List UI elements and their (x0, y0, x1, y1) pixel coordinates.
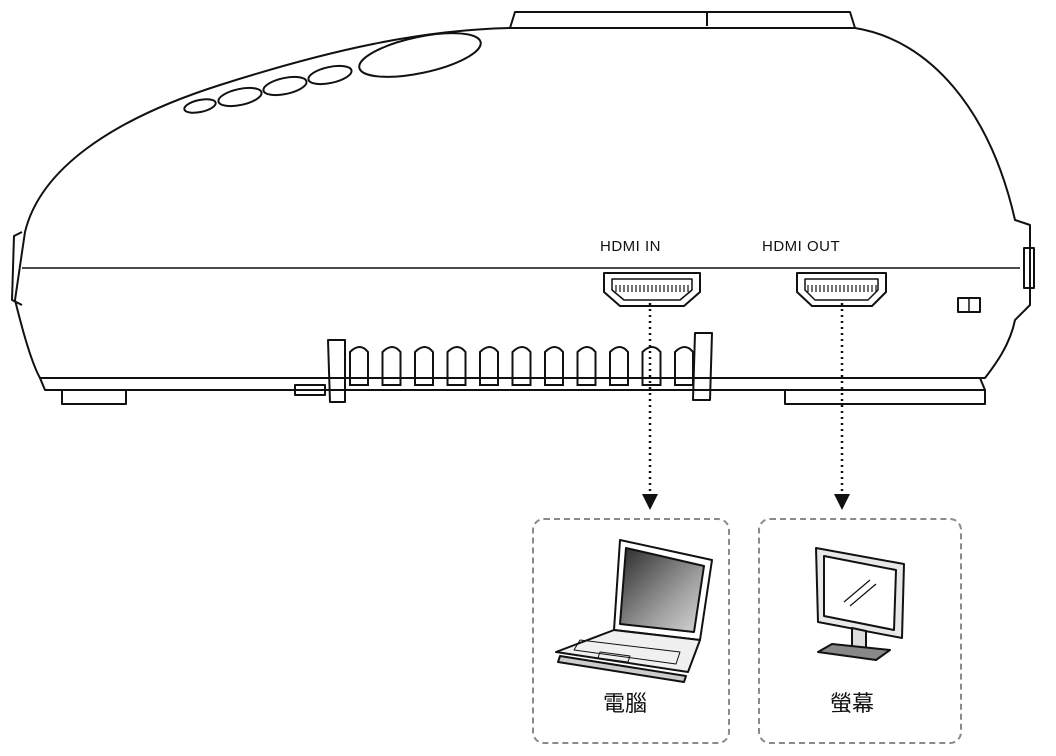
foot-mid (294, 384, 326, 396)
hdmi-out-label: HDMI OUT (762, 238, 841, 255)
monitor-icon (815, 547, 905, 661)
vent-frame (327, 339, 346, 403)
arrow-head-in (642, 494, 658, 510)
arrow-head-out (834, 494, 850, 510)
computer-box (532, 518, 730, 744)
top-bump (509, 11, 856, 29)
vent-slot (381, 346, 402, 386)
control-dial (358, 32, 482, 78)
vent-slot (609, 346, 629, 386)
vent-slot (641, 346, 662, 386)
control-button-3 (217, 86, 263, 108)
foot-left (61, 389, 127, 405)
monitor-label: 螢幕 (830, 692, 875, 717)
vent-slot (511, 346, 532, 386)
monitor-box (758, 518, 962, 744)
control-button-4 (183, 98, 217, 114)
vent-slot (414, 346, 434, 386)
vent-slot (349, 346, 369, 386)
vent-slot (576, 346, 597, 386)
hdmi-in-label: HDMI IN (600, 238, 661, 255)
vent-slot (479, 346, 499, 386)
computer-label: 電腦 (603, 692, 648, 717)
vent-slot (544, 346, 564, 386)
side-button (11, 231, 23, 306)
hdmi-in-port (603, 272, 701, 307)
foot-right (784, 389, 986, 405)
vent-slot (674, 346, 694, 386)
side-connector (1023, 247, 1035, 289)
control-button-1 (307, 64, 353, 86)
vent-slot (446, 346, 467, 386)
control-button-2 (262, 75, 308, 97)
laptop-icon (555, 539, 713, 683)
hdmi-out-port (796, 272, 887, 307)
body-outline (14, 27, 1031, 379)
